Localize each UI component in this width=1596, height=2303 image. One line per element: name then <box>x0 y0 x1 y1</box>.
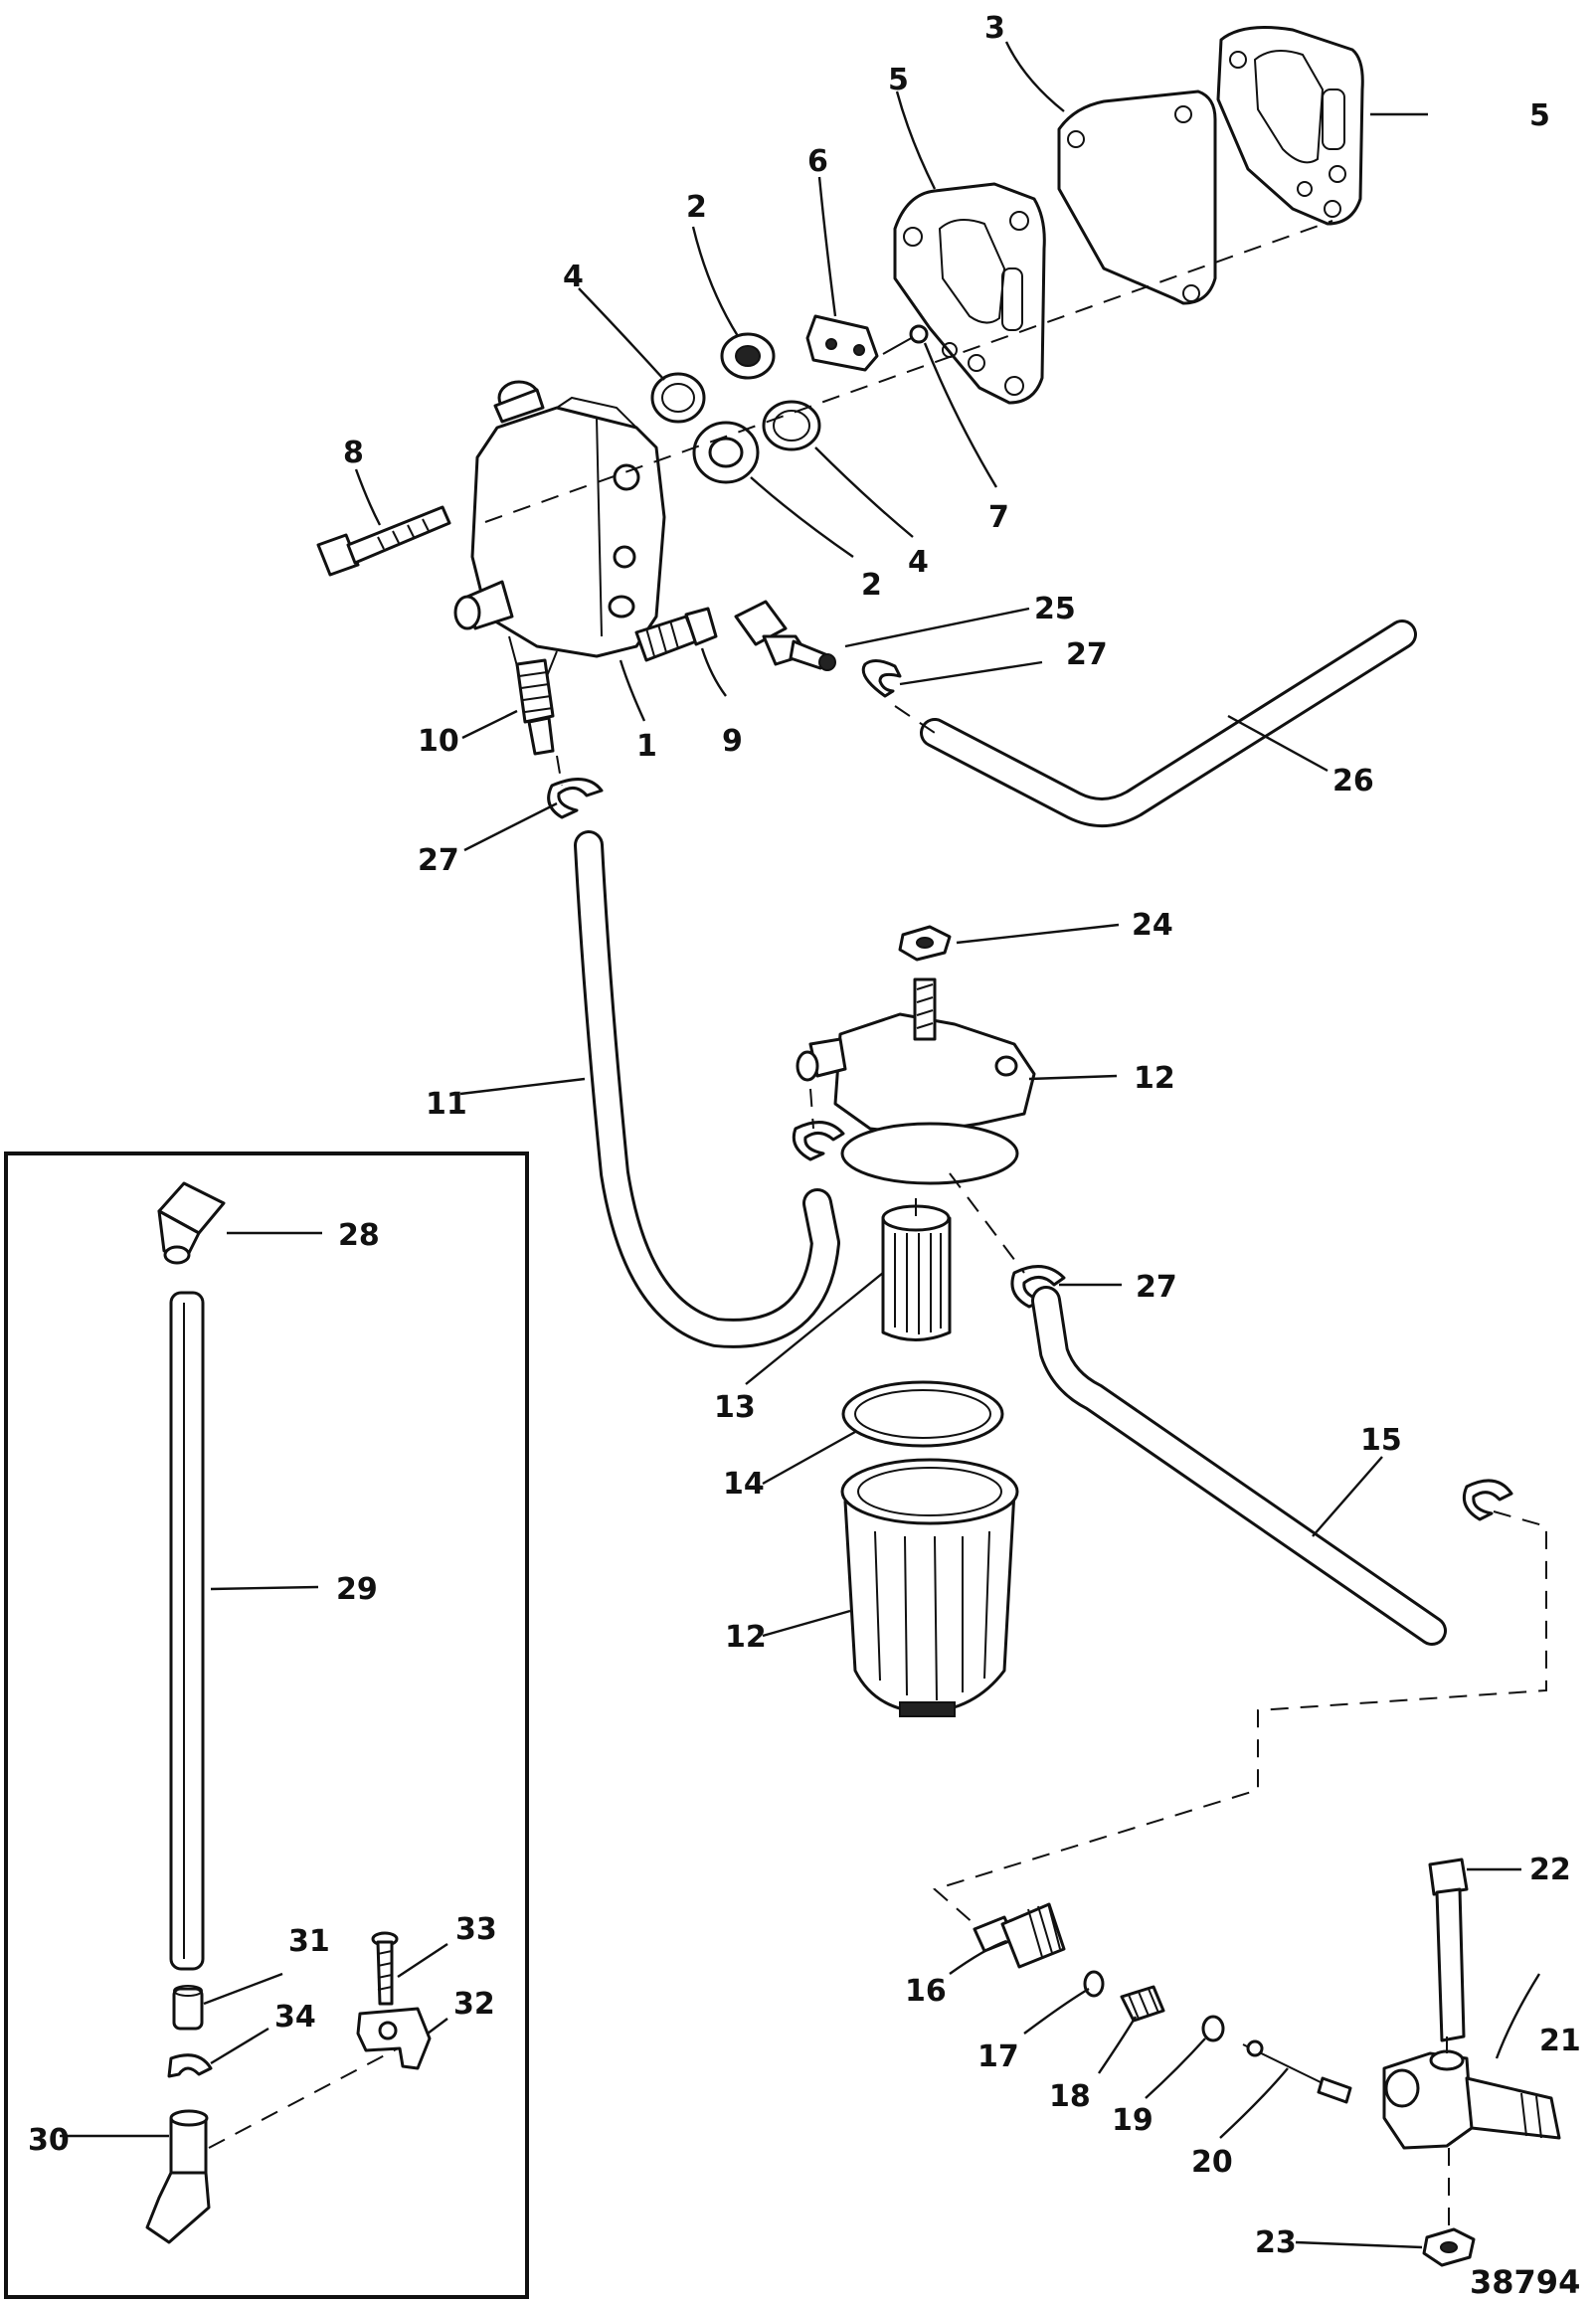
fitting-25 <box>734 600 836 671</box>
callout-18: 18 <box>1049 2079 1091 2114</box>
bracket-32 <box>356 2007 432 2070</box>
elbow-fitting-28 <box>157 1181 226 1265</box>
callout-15: 15 <box>1360 1423 1402 1458</box>
filter-head-12 <box>796 977 1036 1185</box>
filter-bowl-12 <box>840 1458 1019 1717</box>
callout-31: 31 <box>288 1924 330 1959</box>
grommet-31 <box>172 1985 204 2031</box>
callout-2-lower: 2 <box>861 568 882 603</box>
callout-32: 32 <box>453 1987 495 2022</box>
callout-6: 6 <box>807 144 828 179</box>
callout-5-front: 5 <box>888 63 909 97</box>
assembly-lines <box>484 220 1547 2232</box>
hose-clip-27-pump-inlet <box>547 778 604 819</box>
callout-17: 17 <box>977 2039 1019 2074</box>
figure-number: 38794 <box>1470 2263 1580 2301</box>
callout-19: 19 <box>1112 2103 1153 2138</box>
callout-34: 34 <box>274 2000 316 2035</box>
detail-inset-box <box>4 1152 529 2299</box>
callout-24: 24 <box>1132 908 1173 943</box>
callout-8: 8 <box>343 436 364 470</box>
nut-24 <box>898 925 952 962</box>
filter-element-13 <box>881 1204 952 1341</box>
washer-17 <box>1083 1970 1105 1998</box>
check-valve-2-lower <box>692 421 760 484</box>
hose-26 <box>920 620 1417 828</box>
callout-13: 13 <box>714 1390 756 1425</box>
fuel-pump-body-1 <box>453 380 666 678</box>
callout-27-pump-inlet: 27 <box>418 843 459 878</box>
callout-27-pump-outlet: 27 <box>1066 637 1108 672</box>
callout-20: 20 <box>1191 2145 1233 2180</box>
callout-27-filter-outlet: 27 <box>1136 1270 1177 1305</box>
callout-1: 1 <box>636 729 657 764</box>
callout-4-upper: 4 <box>563 260 584 294</box>
callout-5-rear: 5 <box>1529 98 1550 133</box>
hose-clip-27-filter-outlet <box>1010 1265 1066 1309</box>
gasket-5-rear <box>1216 26 1364 226</box>
screw-9 <box>634 607 718 662</box>
callout-3: 3 <box>984 11 1005 46</box>
seal-4-lower <box>762 400 821 451</box>
callout-25: 25 <box>1034 592 1076 626</box>
nut-23 <box>1422 2227 1476 2267</box>
callout-28: 28 <box>338 1218 380 1253</box>
check-valve-2-upper <box>720 332 776 380</box>
callout-30: 30 <box>28 2123 70 2158</box>
needle-20 <box>1242 2039 1352 2104</box>
callout-14: 14 <box>723 1467 765 1502</box>
callout-9: 9 <box>722 724 743 759</box>
hose-clip-27-pump-outlet <box>861 659 902 698</box>
bolt-8 <box>316 505 451 577</box>
seal-4-upper <box>650 372 706 424</box>
tube-29 <box>169 1291 205 1971</box>
hose-clip-filter-inlet <box>792 1121 845 1161</box>
gasket-5-front <box>893 182 1046 405</box>
callout-4-lower: 4 <box>908 545 929 580</box>
callout-29: 29 <box>336 1572 378 1607</box>
pickup-30 <box>145 2109 211 2244</box>
o-ring-14 <box>841 1380 1004 1448</box>
check-valve-retainer-6 <box>805 314 879 372</box>
screw-7 <box>882 324 929 355</box>
clip-34 <box>167 2053 213 2078</box>
callout-11: 11 <box>426 1087 467 1122</box>
callout-12-head: 12 <box>1134 1061 1175 1096</box>
fitting-body-21 <box>1382 2049 1561 2150</box>
gasket-3 <box>1057 89 1217 305</box>
spring-18 <box>1120 1985 1165 2023</box>
callout-21: 21 <box>1539 2024 1581 2058</box>
fitting-16 <box>973 1902 1066 1969</box>
washer-19 <box>1201 2015 1225 2042</box>
callout-12-bowl: 12 <box>725 1620 767 1655</box>
callout-labels: 5 3 5 6 2 4 8 7 4 2 25 27 10 1 9 26 27 2… <box>28 11 1581 2301</box>
callout-23: 23 <box>1255 2225 1297 2260</box>
callout-10: 10 <box>418 724 459 759</box>
screw-33 <box>371 1931 399 2006</box>
bolt-22 <box>1428 1858 1469 2042</box>
callout-33: 33 <box>455 1912 497 1947</box>
callout-2-upper: 2 <box>686 190 707 225</box>
hose-clip-fuel-line-end <box>1462 1479 1513 1521</box>
callout-7: 7 <box>988 500 1009 535</box>
callout-22: 22 <box>1529 1853 1571 1887</box>
hose-15 <box>1031 1286 1447 1646</box>
inset-assembly-line <box>208 2047 399 2149</box>
callout-26: 26 <box>1332 764 1374 798</box>
callout-16: 16 <box>905 1974 947 2009</box>
fitting-10 <box>515 658 555 756</box>
leader-lines <box>60 41 1541 2249</box>
hose-11 <box>574 830 840 1348</box>
